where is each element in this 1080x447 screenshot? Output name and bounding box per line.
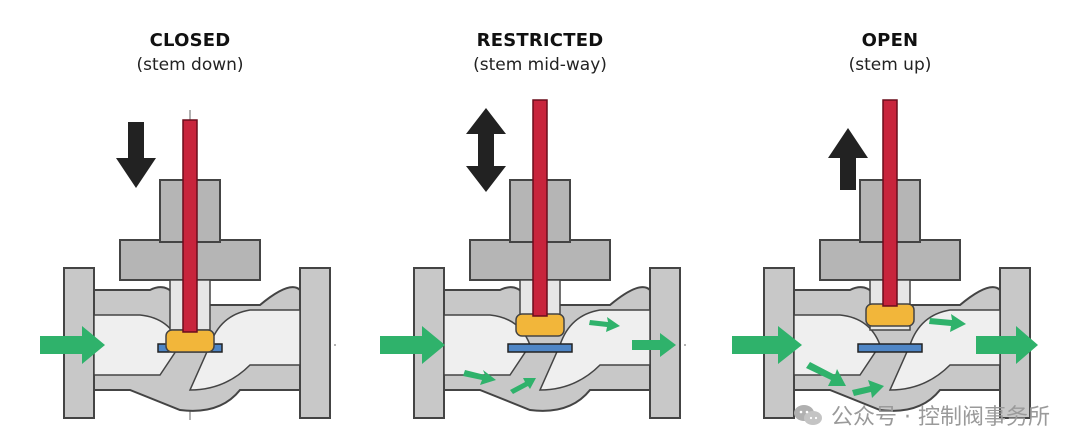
arrow-up-down-icon [466, 108, 506, 192]
flow-arrow-icon [732, 326, 802, 364]
flow-arrow-icon [632, 333, 676, 357]
flow-arrow-icon [40, 326, 105, 364]
panel-subtitle: (stem mid-way) [473, 55, 607, 75]
flow-arrow-icon [976, 326, 1038, 364]
panel-subtitle: (stem up) [848, 55, 932, 75]
panel-restricted: RESTRICTED (stem mid-way) [370, 0, 710, 447]
flow-arrow-icon [852, 380, 884, 398]
flow-arrow-icon [929, 314, 966, 332]
watermark-text: 公众号 · 控制阀事务所 [831, 405, 1050, 430]
flow-arrow-icon [380, 326, 445, 364]
panel-subtitle: (stem down) [136, 55, 244, 75]
panel-title: CLOSED [149, 30, 231, 51]
flow-arrow-icon [510, 378, 536, 394]
arrow-up-icon [828, 128, 868, 190]
flow-arrow-icon [806, 362, 846, 386]
valve-diagram-restricted [380, 99, 690, 419]
flow-arrow-icon [589, 317, 620, 332]
valve-diagram-open [732, 99, 1040, 419]
panel-title: RESTRICTED [476, 30, 604, 51]
flow-arrow-icon [463, 370, 496, 385]
panel-open: OPEN (stem up) [720, 0, 1060, 447]
watermark: 公众号 · 控制阀事务所 [793, 399, 1050, 431]
panel-closed: CLOSED (stem down) [20, 0, 360, 447]
arrow-down-icon [116, 122, 156, 188]
valve-diagram-closed [40, 110, 340, 420]
panel-title: OPEN [861, 30, 919, 51]
wechat-icon [794, 405, 823, 425]
